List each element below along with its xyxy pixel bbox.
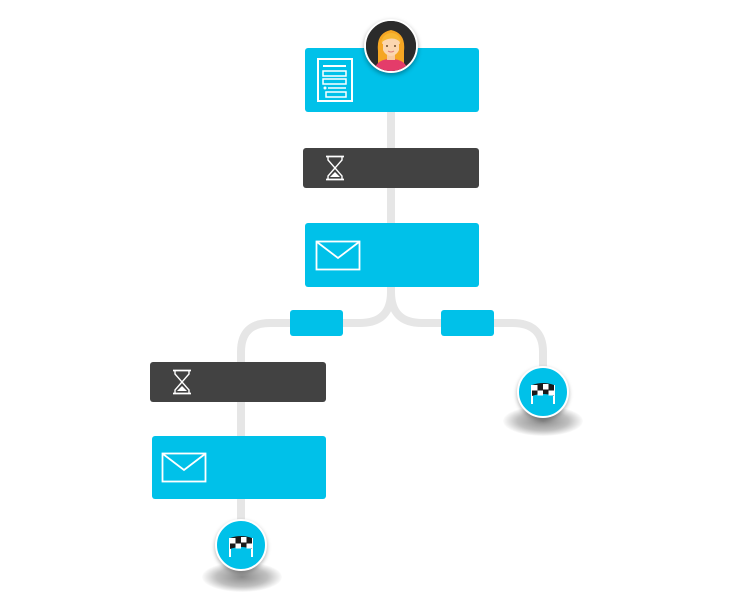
email-block-1[interactable]	[305, 223, 479, 287]
wait-block-2[interactable]	[150, 362, 326, 402]
email-block-2[interactable]	[152, 436, 326, 499]
connector-split-right	[387, 288, 547, 376]
end-node-right[interactable]	[517, 366, 569, 418]
envelope-icon	[315, 240, 361, 276]
checkered-flag-icon	[229, 536, 253, 557]
branch-right-tag[interactable]	[441, 310, 494, 336]
form-icon	[316, 57, 356, 108]
connector-split-left	[237, 288, 395, 524]
checkered-flag-icon	[531, 383, 555, 404]
hourglass-icon	[324, 155, 346, 186]
end-node-left[interactable]	[215, 519, 267, 571]
branch-left-tag[interactable]	[290, 310, 343, 336]
hourglass-icon	[171, 369, 193, 400]
wait-block-1[interactable]	[303, 148, 479, 188]
envelope-icon	[161, 452, 207, 488]
user-avatar-icon[interactable]	[364, 19, 418, 73]
